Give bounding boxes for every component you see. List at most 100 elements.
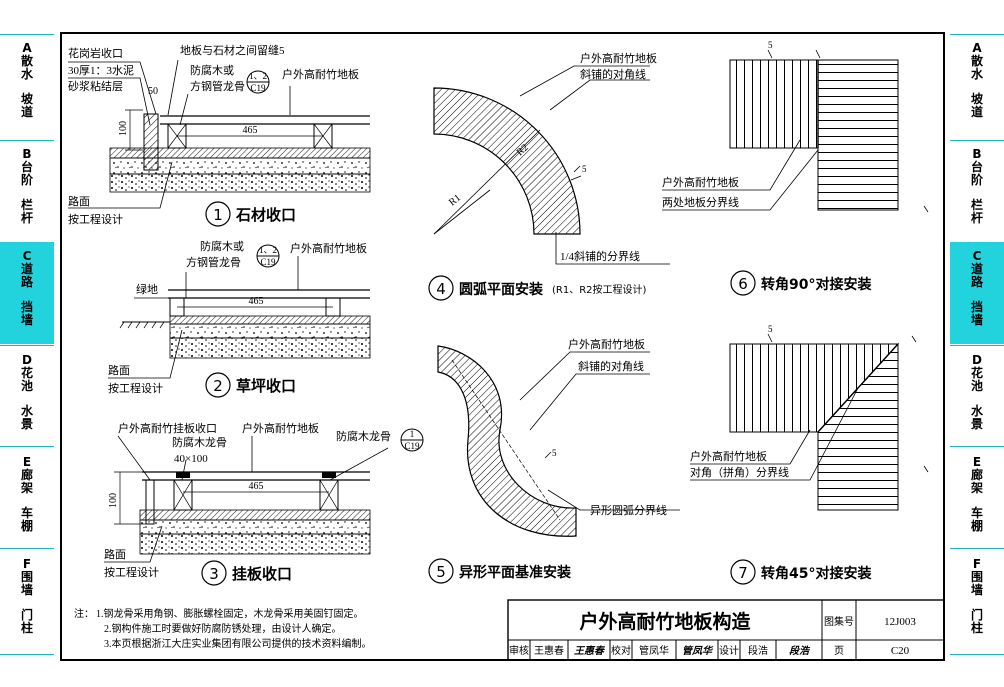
tab-letter: D	[22, 353, 32, 367]
d3-hang-label: 户外高耐竹挂板收口	[118, 421, 217, 435]
d3-title: 挂板收口	[232, 565, 292, 583]
right-tab-e[interactable]: E 廊 架 车 棚	[950, 456, 1004, 533]
right-tab-divider	[950, 140, 1004, 141]
tab-letter: C	[972, 249, 982, 263]
d1-road-label-2: 按工程设计	[68, 212, 123, 226]
d4-subtitle: (R1、R2按工程设计)	[552, 283, 647, 296]
tab-letter: D	[972, 353, 982, 367]
d2-road-label-1: 路面	[108, 364, 130, 377]
d1-title: 石材收口	[235, 206, 296, 224]
d1-dim-465: 465	[243, 125, 258, 136]
tab-char: 栏	[20, 198, 33, 212]
tab-letter: B	[972, 147, 982, 161]
right-tab-divider	[950, 34, 1004, 35]
tab-char: 墙	[20, 313, 33, 327]
reviewer-name: 王惠春	[534, 644, 564, 657]
left-tab-a[interactable]: A 散 水 坡 道	[0, 42, 54, 119]
tab-char: 围	[20, 570, 33, 584]
tab-char: 车	[970, 506, 983, 520]
d2-grass-label: 绿地	[136, 282, 158, 296]
tab-char: 车	[20, 506, 33, 520]
d4-title: 圆弧平面安装	[459, 281, 544, 298]
left-tab-f[interactable]: F 围 墙 门 柱	[0, 558, 54, 635]
tab-char: 墙	[20, 583, 33, 597]
d3-ref-top: 1	[410, 429, 415, 439]
left-tab-divider	[0, 345, 54, 346]
tab-char: 路	[970, 275, 983, 289]
d1-number: 1	[213, 206, 223, 224]
tab-char: 景	[20, 417, 33, 431]
d7-board-label: 户外高耐竹地板	[690, 449, 767, 463]
d1-ref-top: 1、2	[249, 71, 267, 81]
tab-char: 花	[970, 366, 983, 380]
tab-char: 杆	[970, 211, 983, 225]
d1-dim-100: 100	[118, 121, 129, 136]
d6-number: 6	[738, 275, 748, 293]
d1-keel-label-2: 方钢管龙骨	[190, 79, 245, 93]
note-3: 3.本页根据浙江大庄实业集团有限公司提供的技术资料编制。	[104, 637, 372, 650]
d3-road-label-1: 路面	[104, 548, 126, 561]
tab-char: 道	[20, 262, 33, 276]
tab-char: 水	[20, 67, 33, 81]
tab-char: 杆	[20, 211, 33, 225]
d1-road-label-1: 路面	[68, 195, 90, 208]
d5-five-label: 5	[552, 448, 557, 458]
d3-number: 3	[209, 565, 219, 583]
d4-r1-label: R1	[447, 193, 463, 209]
d1-gap-label: 地板与石材之间留缝5	[180, 43, 285, 57]
tab-char: 阶	[20, 173, 33, 187]
drawing-title: 户外高耐竹地板构造	[579, 610, 751, 633]
note-1: 1.钢龙骨采用角钢、膨胀螺栓固定，木龙骨采用美固钉固定。	[96, 607, 364, 620]
right-tab-d[interactable]: D 花 池 水 景	[950, 354, 1004, 431]
d4-diag-label: 斜铺的对角线	[580, 67, 646, 81]
tab-char: 台	[20, 160, 33, 174]
d6-split-label: 两处地板分界线	[662, 195, 739, 209]
d1-dim-50: 50	[148, 86, 158, 97]
tab-char: 棚	[970, 519, 983, 533]
right-tab-f[interactable]: F 围 墙 门 柱	[950, 558, 1004, 635]
tab-char: 栏	[970, 198, 983, 212]
title-block	[507, 599, 945, 661]
tab-char: 水	[970, 404, 983, 418]
left-tab-d[interactable]: D 花 池 水 景	[0, 354, 54, 431]
right-tab-divider	[950, 654, 1004, 655]
designer-name: 段浩	[748, 644, 768, 657]
d4-split-label: 1/4斜铺的分界线	[560, 249, 640, 263]
detail-4-arc-plan	[433, 65, 670, 265]
d3-keel-label-b: 防腐木龙骨	[336, 429, 391, 443]
tab-char: 阶	[970, 173, 983, 187]
d3-dim-100: 100	[108, 493, 119, 508]
page-label: 页	[834, 645, 844, 657]
d2-road-label-2: 按工程设计	[108, 381, 163, 395]
left-tab-c[interactable]: C 道 路 挡 墙	[0, 242, 54, 344]
designer-signature: 段浩	[789, 645, 811, 657]
d4-number: 4	[436, 280, 446, 298]
d7-title: 转角45°对接安装	[761, 565, 872, 582]
d3-keel-label-a: 防腐木龙骨	[172, 435, 227, 449]
tab-char: 池	[970, 379, 983, 393]
detail-7-45deg-joint	[690, 333, 929, 511]
detail-6-90deg-joint	[662, 49, 929, 213]
tab-char: 坡	[20, 92, 33, 106]
d2-board-label: 户外高耐竹地板	[290, 241, 367, 255]
notes-prefix: 注：	[74, 607, 94, 620]
right-tab-divider	[950, 548, 1004, 549]
right-tab-a[interactable]: A 散 水 坡 道	[950, 42, 1004, 119]
left-tab-divider	[0, 654, 54, 655]
d1-board-label: 户外高耐竹地板	[282, 67, 359, 81]
d7-five-label: 5	[768, 324, 773, 334]
d3-road-label-2: 按工程设计	[104, 565, 159, 579]
tab-char: 池	[20, 379, 33, 393]
tab-letter: F	[22, 557, 32, 571]
d5-number: 5	[436, 563, 446, 581]
sheet-frame	[60, 32, 945, 661]
left-tab-divider	[0, 34, 54, 35]
d2-dim-465: 465	[249, 296, 264, 307]
left-tab-b[interactable]: B 台 阶 栏 杆	[0, 148, 54, 225]
left-tab-e[interactable]: E 廊 架 车 棚	[0, 456, 54, 533]
right-tab-c[interactable]: C 道 路 挡 墙	[950, 242, 1004, 344]
d1-mortar-label-1: 30厚1：3水泥	[68, 64, 134, 77]
right-tab-b[interactable]: B 台 阶 栏 杆	[950, 148, 1004, 225]
tab-char: 墙	[970, 583, 983, 597]
